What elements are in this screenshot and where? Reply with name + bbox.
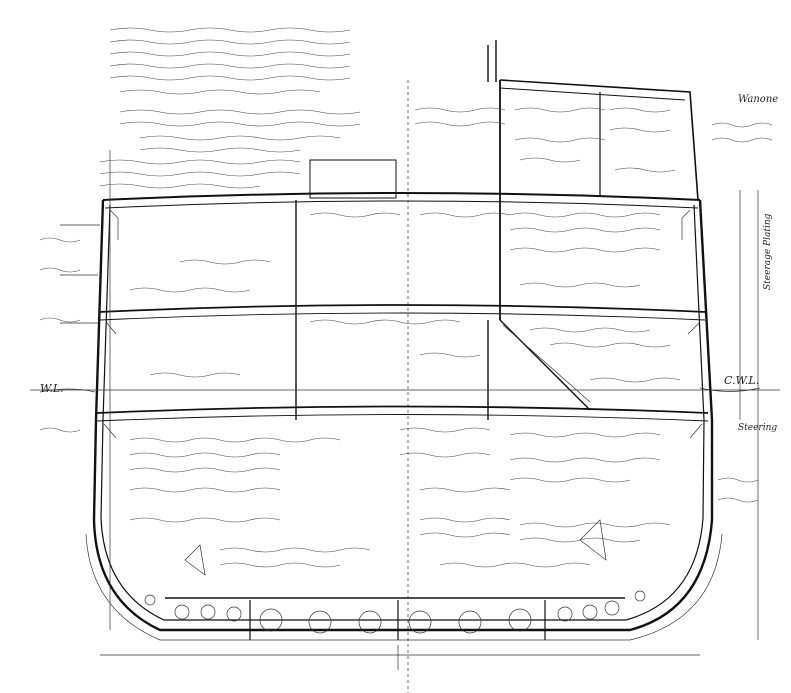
side-frames — [103, 209, 703, 576]
deck-lines — [96, 192, 709, 640]
drawing-labels: W.L. C.W.L. Wanone Steerage Plating Stee… — [40, 94, 778, 433]
waterline-label-left: W.L. — [40, 382, 64, 395]
pillars-and-bulkheads — [295, 40, 699, 693]
double-bottom-holes — [144, 590, 646, 634]
hull-outline — [85, 199, 723, 641]
waterline — [30, 387, 780, 393]
right-margin-label-low: Steering — [738, 423, 777, 433]
waterline-label-right: C.W.L. — [724, 374, 759, 387]
right-margin-label-side: Steerage Plating — [763, 213, 773, 290]
annotation-notes — [39, 27, 773, 568]
right-margin-label-top: Wanone — [738, 94, 778, 105]
